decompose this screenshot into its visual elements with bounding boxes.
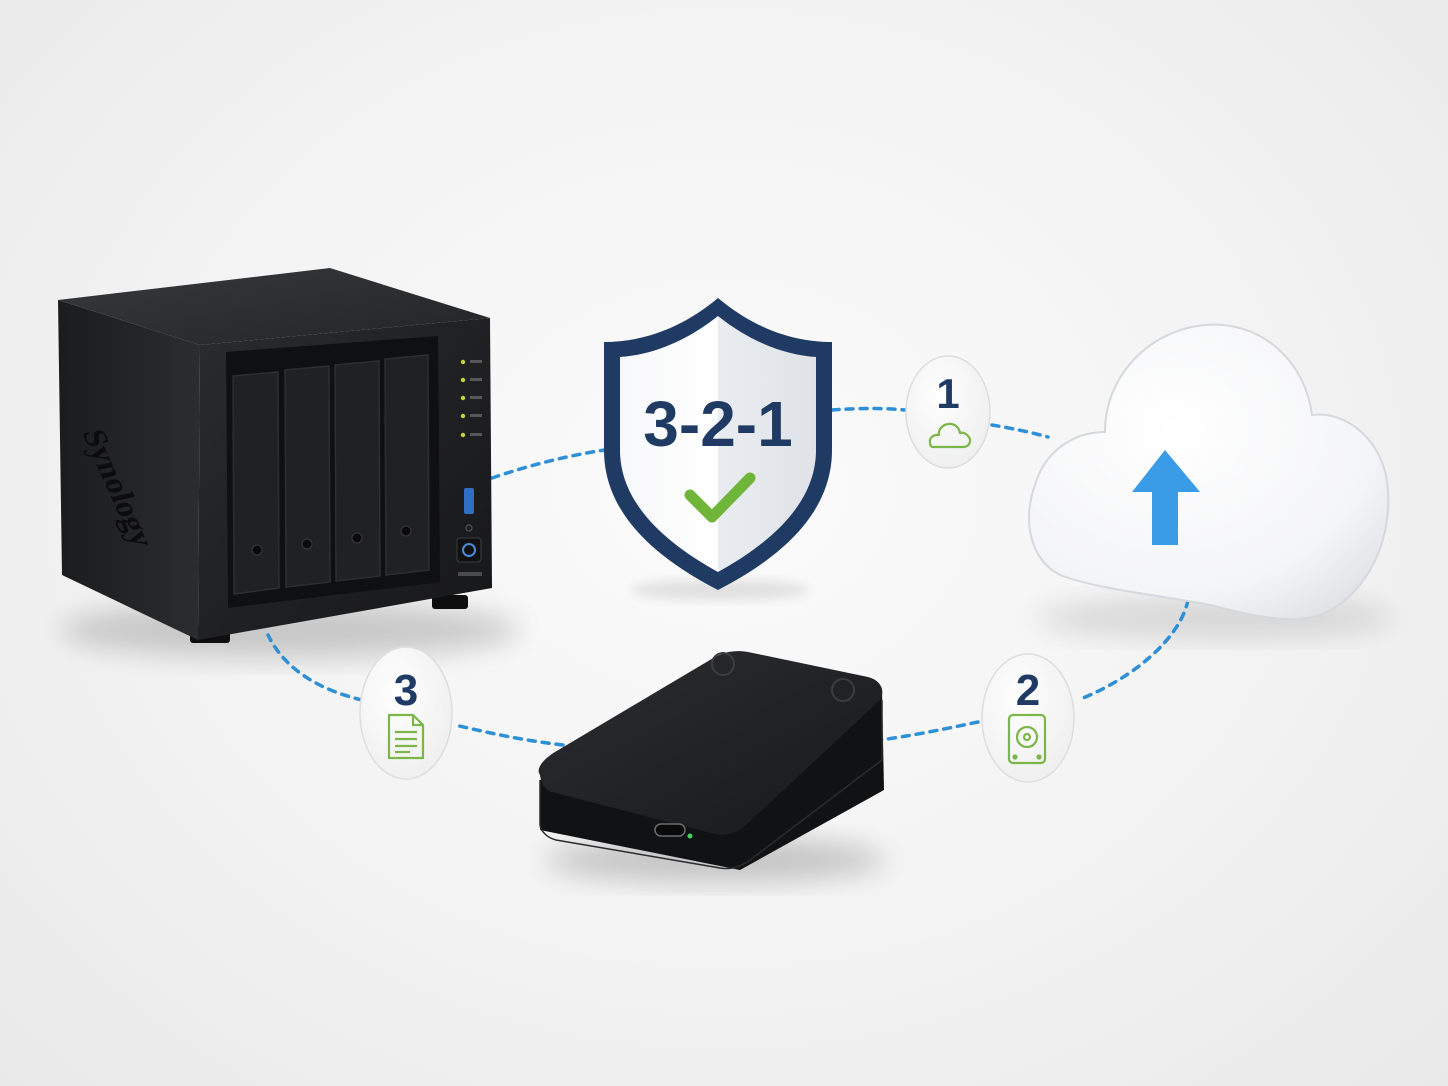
drive-bay-3 <box>334 360 381 582</box>
connection-lines <box>266 406 1190 747</box>
drive-activity-led <box>687 833 693 839</box>
drive-top-surface <box>538 651 883 835</box>
upload-arrow-icon <box>1132 450 1200 545</box>
hard-drive-icon <box>1007 713 1047 765</box>
checkmark-icon <box>684 472 756 523</box>
power-button <box>456 537 482 563</box>
link-badge1-cloud <box>990 423 1050 439</box>
cloud-shape <box>1028 323 1390 621</box>
external-drive <box>538 651 884 870</box>
drive-bay-4 <box>384 354 430 576</box>
cloud-icon <box>928 422 972 449</box>
badge-2: 2 <box>981 653 1075 783</box>
cloud <box>1028 323 1390 621</box>
drive-bay-1 <box>232 371 280 595</box>
badge-1-number: 1 <box>936 370 959 417</box>
link-cloud-badge2 <box>1076 598 1190 702</box>
usb-c-port <box>654 823 686 837</box>
shield-face <box>620 316 816 572</box>
link-drive-badge3 <box>453 723 565 747</box>
badge-3-number: 3 <box>394 666 418 715</box>
link-shield-badge1 <box>830 406 907 412</box>
usb-port <box>464 488 474 514</box>
badge-3: 3 <box>359 646 453 780</box>
link-badge3-nas <box>266 633 364 702</box>
link-nas-shield <box>490 448 607 480</box>
drive-logo-icon <box>711 652 735 676</box>
badge-2-number: 2 <box>1016 666 1040 715</box>
shield-label: 3-2-1 <box>643 388 792 460</box>
badge-1: 1 <box>905 355 991 469</box>
drive-bay-2 <box>284 365 331 588</box>
link-badge2-drive <box>878 720 980 742</box>
drive-bays <box>232 354 430 595</box>
nas-side-panel <box>58 300 200 640</box>
shield: 3-2-1 <box>604 298 832 590</box>
document-icon <box>387 713 425 760</box>
status-leds <box>460 359 482 438</box>
nas-device: Synology <box>58 268 492 643</box>
